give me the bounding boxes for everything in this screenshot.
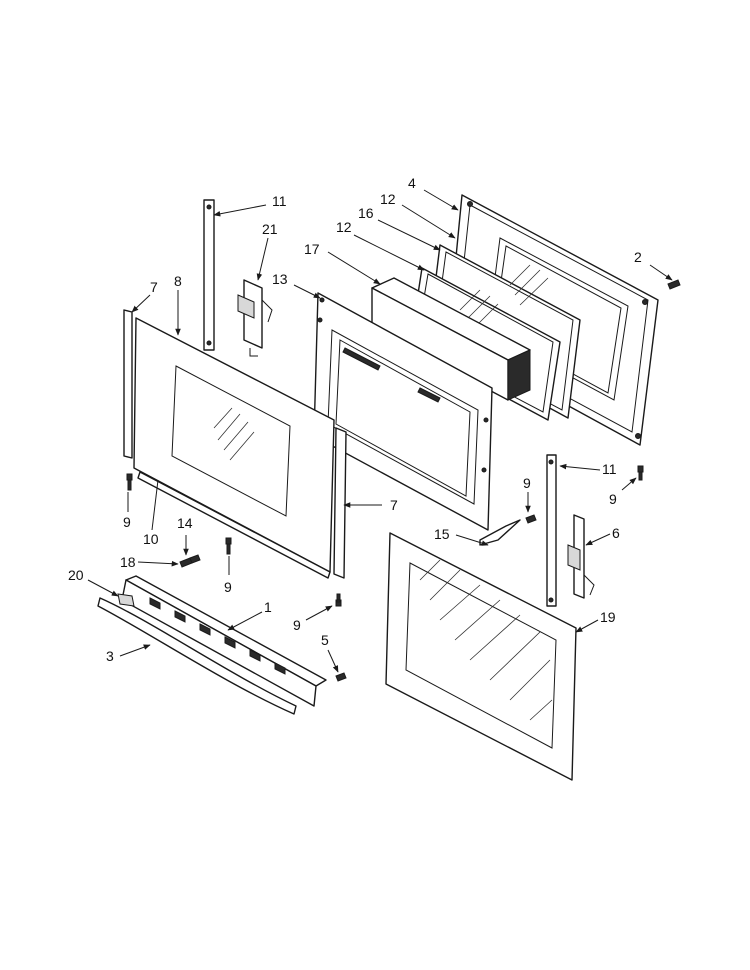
part-hinge-left	[237, 279, 273, 357]
callout-15: 15	[434, 526, 450, 542]
part-hinge-right	[567, 514, 595, 599]
callout-8: 8	[174, 273, 182, 289]
screw-group	[126, 279, 681, 682]
callout-10: 10	[143, 531, 159, 547]
callout-7: 7	[150, 279, 158, 295]
leader-lines	[87, 189, 673, 673]
callout-2: 2	[634, 249, 642, 265]
part-lower-trim	[137, 471, 331, 579]
part-hinge-rail-left	[203, 199, 215, 351]
callout-16: 16	[358, 205, 374, 221]
callout-3: 3	[106, 648, 114, 664]
part-hinge-rail-right	[546, 454, 557, 607]
callout-11: 11	[272, 193, 287, 209]
part-insulation	[371, 277, 531, 401]
callout-9-d: 9	[523, 475, 531, 491]
callout-4: 4	[408, 175, 416, 191]
callout-9-e: 9	[609, 491, 617, 507]
part-bracket	[479, 519, 521, 546]
callout-5: 5	[321, 632, 329, 648]
callout-9: 9	[123, 514, 131, 530]
callout-21: 21	[262, 221, 278, 237]
part-door-handle	[97, 593, 297, 715]
callout-19: 19	[600, 609, 616, 625]
callout-17: 17	[304, 241, 320, 257]
part-inner-door-frame	[313, 292, 493, 531]
callout-9-b: 9	[224, 579, 232, 595]
part-side-trim-right	[333, 427, 347, 579]
callout-11-b: 11	[602, 461, 617, 477]
callout-14: 14	[177, 515, 193, 531]
callout-13: 13	[272, 271, 288, 287]
callout-7-b: 7	[390, 497, 398, 513]
part-outer-door-panel	[385, 532, 577, 781]
part-outer-door-glass	[133, 317, 335, 573]
callout-12-b: 12	[336, 219, 352, 235]
callout-9-c: 9	[293, 617, 301, 633]
callout-labels: 11 21 7 8 4 12 16 12 17 13 2 9 10 14 18 …	[68, 175, 642, 664]
callout-12: 12	[380, 191, 396, 207]
callout-20: 20	[68, 567, 84, 583]
part-side-trim-left	[123, 309, 133, 459]
part-vent-trim	[121, 575, 327, 707]
callout-18: 18	[120, 554, 136, 570]
callout-6: 6	[612, 525, 620, 541]
callout-1: 1	[264, 599, 272, 615]
